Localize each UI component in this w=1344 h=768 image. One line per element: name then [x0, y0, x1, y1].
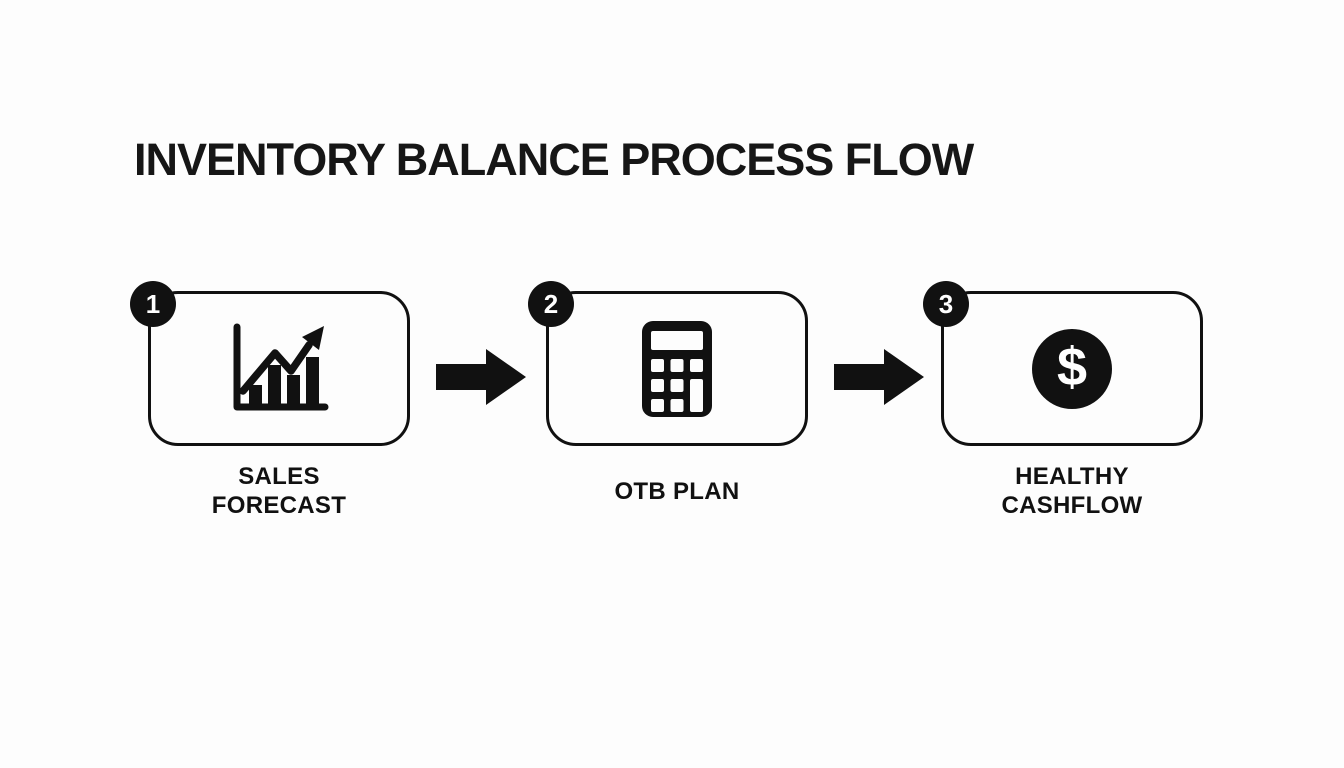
- step-label-line: SALES: [238, 463, 320, 490]
- step-label-sales-forecast: SALES FORECAST: [148, 462, 410, 520]
- calculator-icon: [642, 320, 712, 417]
- page-title: INVENTORY BALANCE PROCESS FLOW: [134, 134, 974, 185]
- bar-chart-growth-icon: [233, 323, 329, 410]
- dollar-circle-icon: $: [1032, 328, 1112, 409]
- step-number: 2: [543, 288, 559, 319]
- flow-arrow-2-3: [834, 349, 924, 405]
- step-label-otb-plan: OTB PLAN: [546, 462, 808, 520]
- step-label-healthy-cashflow: HEALTHY CASHFLOW: [941, 462, 1203, 520]
- step-number-badge: 1: [130, 281, 176, 327]
- dollar-glyph: $: [1056, 336, 1088, 397]
- step-box-healthy-cashflow: 3 $: [923, 281, 1203, 446]
- step-number-badge: 2: [528, 281, 574, 327]
- flow-arrow-1-2: [436, 349, 526, 405]
- step-box-otb-plan: 2: [528, 281, 808, 446]
- step-number-badge: 3: [923, 281, 969, 327]
- step-label-line: CASHFLOW: [1001, 492, 1143, 519]
- step-label-line: HEALTHY: [1015, 463, 1129, 490]
- step-label-line: OTB PLAN: [614, 477, 740, 505]
- step-number: 3: [938, 288, 954, 319]
- step-box-sales-forecast: 1: [130, 281, 410, 446]
- step-label-line: FORECAST: [211, 492, 347, 519]
- step-number: 1: [145, 288, 161, 319]
